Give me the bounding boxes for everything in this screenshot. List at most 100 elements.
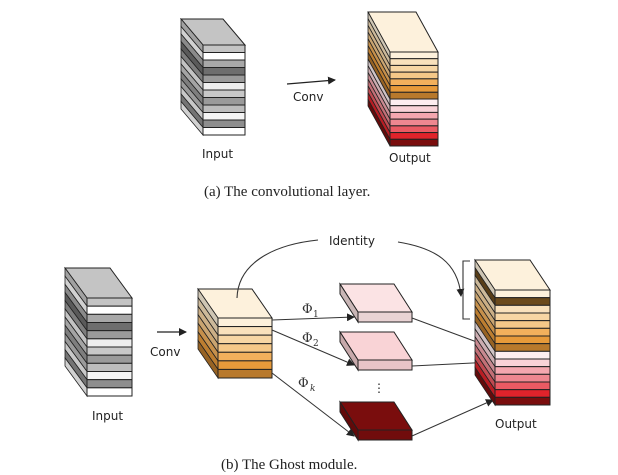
conv-label: Conv [293,90,323,104]
channel-stripe [86,387,133,397]
phi-1-label: Φ 1 [302,302,319,320]
svg-text:k: k [310,384,315,394]
identity-curve-left [236,239,319,299]
channel-stripe [202,67,246,76]
channel-stripe [389,85,439,93]
channel-stripe [86,362,133,373]
channel-stripe [86,338,133,348]
channel-stripe [202,89,246,98]
conv-label: Conv [150,345,180,359]
identity-arrow [397,241,465,297]
channel-stripe [202,97,246,106]
channel-stripe [86,297,133,307]
channel-stripe [494,297,551,306]
conv-arrow [286,76,336,85]
identity-bracket [462,260,470,320]
channel-stripe [494,350,551,360]
ghost-k-to-output [411,399,494,437]
channel-stripe [217,317,273,328]
channel-stripe [389,58,439,66]
ellipsis: ⋮ [373,381,385,395]
channel-stripe [217,343,273,353]
intrinsic-feature-maps [197,287,273,380]
channel-stripe [389,111,439,120]
channel-stripe [86,354,133,364]
channel-stripe [86,305,133,315]
channel-stripe [202,127,246,136]
channel-stripe [86,379,133,389]
channel-stripe [202,104,246,113]
phi-k-line [271,372,355,437]
ghost-feature-maps [339,282,413,442]
channel-stripe [389,138,439,147]
channel-stripe [494,373,551,383]
svg-text:1: 1 [313,310,319,320]
channel-stripe [217,368,273,379]
svg-text:2: 2 [313,339,319,349]
output-tensor [367,11,439,147]
svg-text:Φ: Φ [298,376,309,391]
channel-stripe [202,74,246,83]
ghost-map-1 [339,282,413,324]
channel-stripe [494,304,551,314]
input-label: Input [202,147,233,161]
channel-stripe [389,91,439,100]
identity-label: Identity [329,234,375,248]
channel-stripe [202,112,246,121]
phi-1-line [271,313,355,322]
channel-stripe [389,132,439,140]
channel-stripe [86,371,133,381]
channel-stripe [389,64,439,73]
channel-stripe [389,78,439,87]
channel-stripe [389,125,439,134]
channel-stripe [217,351,273,362]
panel-b: Conv Input Identity Φ 1 Φ 2 Φ k ⋮ [64,234,551,473]
channel-stripe [202,44,246,53]
channel-stripe [494,389,551,398]
channel-stripe [494,335,551,345]
channel-stripe [389,105,439,113]
channel-stripe [494,327,551,337]
front-face [357,429,413,441]
channel-stripe [202,119,246,128]
input-tensor [64,266,133,398]
panel-a: Conv Input Output (a) The convolutional … [179,11,439,200]
channel-stripe [494,320,551,329]
ghost-map-k [339,400,413,442]
channel-stripe [202,59,246,68]
svg-text:Φ: Φ [302,302,313,317]
phi-2-line [271,329,355,366]
channel-stripe [494,366,551,375]
channel-stripe [389,118,439,127]
channel-stripe [217,334,273,345]
front-face [357,359,413,371]
channel-stripe [389,51,439,60]
phi-2-label: Φ 2 [302,331,319,349]
channel-stripe [494,289,551,299]
channel-stripe [202,52,246,61]
front-face [357,311,413,323]
channel-stripe [86,346,133,356]
channel-stripe [86,322,133,332]
channel-stripe [494,343,551,352]
ghost-map-2 [339,330,413,372]
channel-stripe [494,381,551,391]
channel-stripe [86,330,133,340]
channel-stripe [86,313,133,324]
output-tensor [474,258,551,407]
input-tensor [179,17,247,137]
caption-a: (a) The convolutional layer. [204,184,370,200]
output-label: Output [389,151,431,165]
caption-b: (b) The Ghost module. [221,457,357,473]
channel-stripe [389,71,439,80]
channel-stripe [494,396,551,406]
output-label: Output [495,417,537,431]
channel-stripe [389,98,439,107]
channel-stripe [202,82,246,91]
input-label: Input [92,409,123,423]
svg-text:Φ: Φ [302,331,313,346]
channel-stripe [217,360,273,370]
channel-stripe [494,358,551,368]
phi-k-label: Φ k [298,376,315,394]
